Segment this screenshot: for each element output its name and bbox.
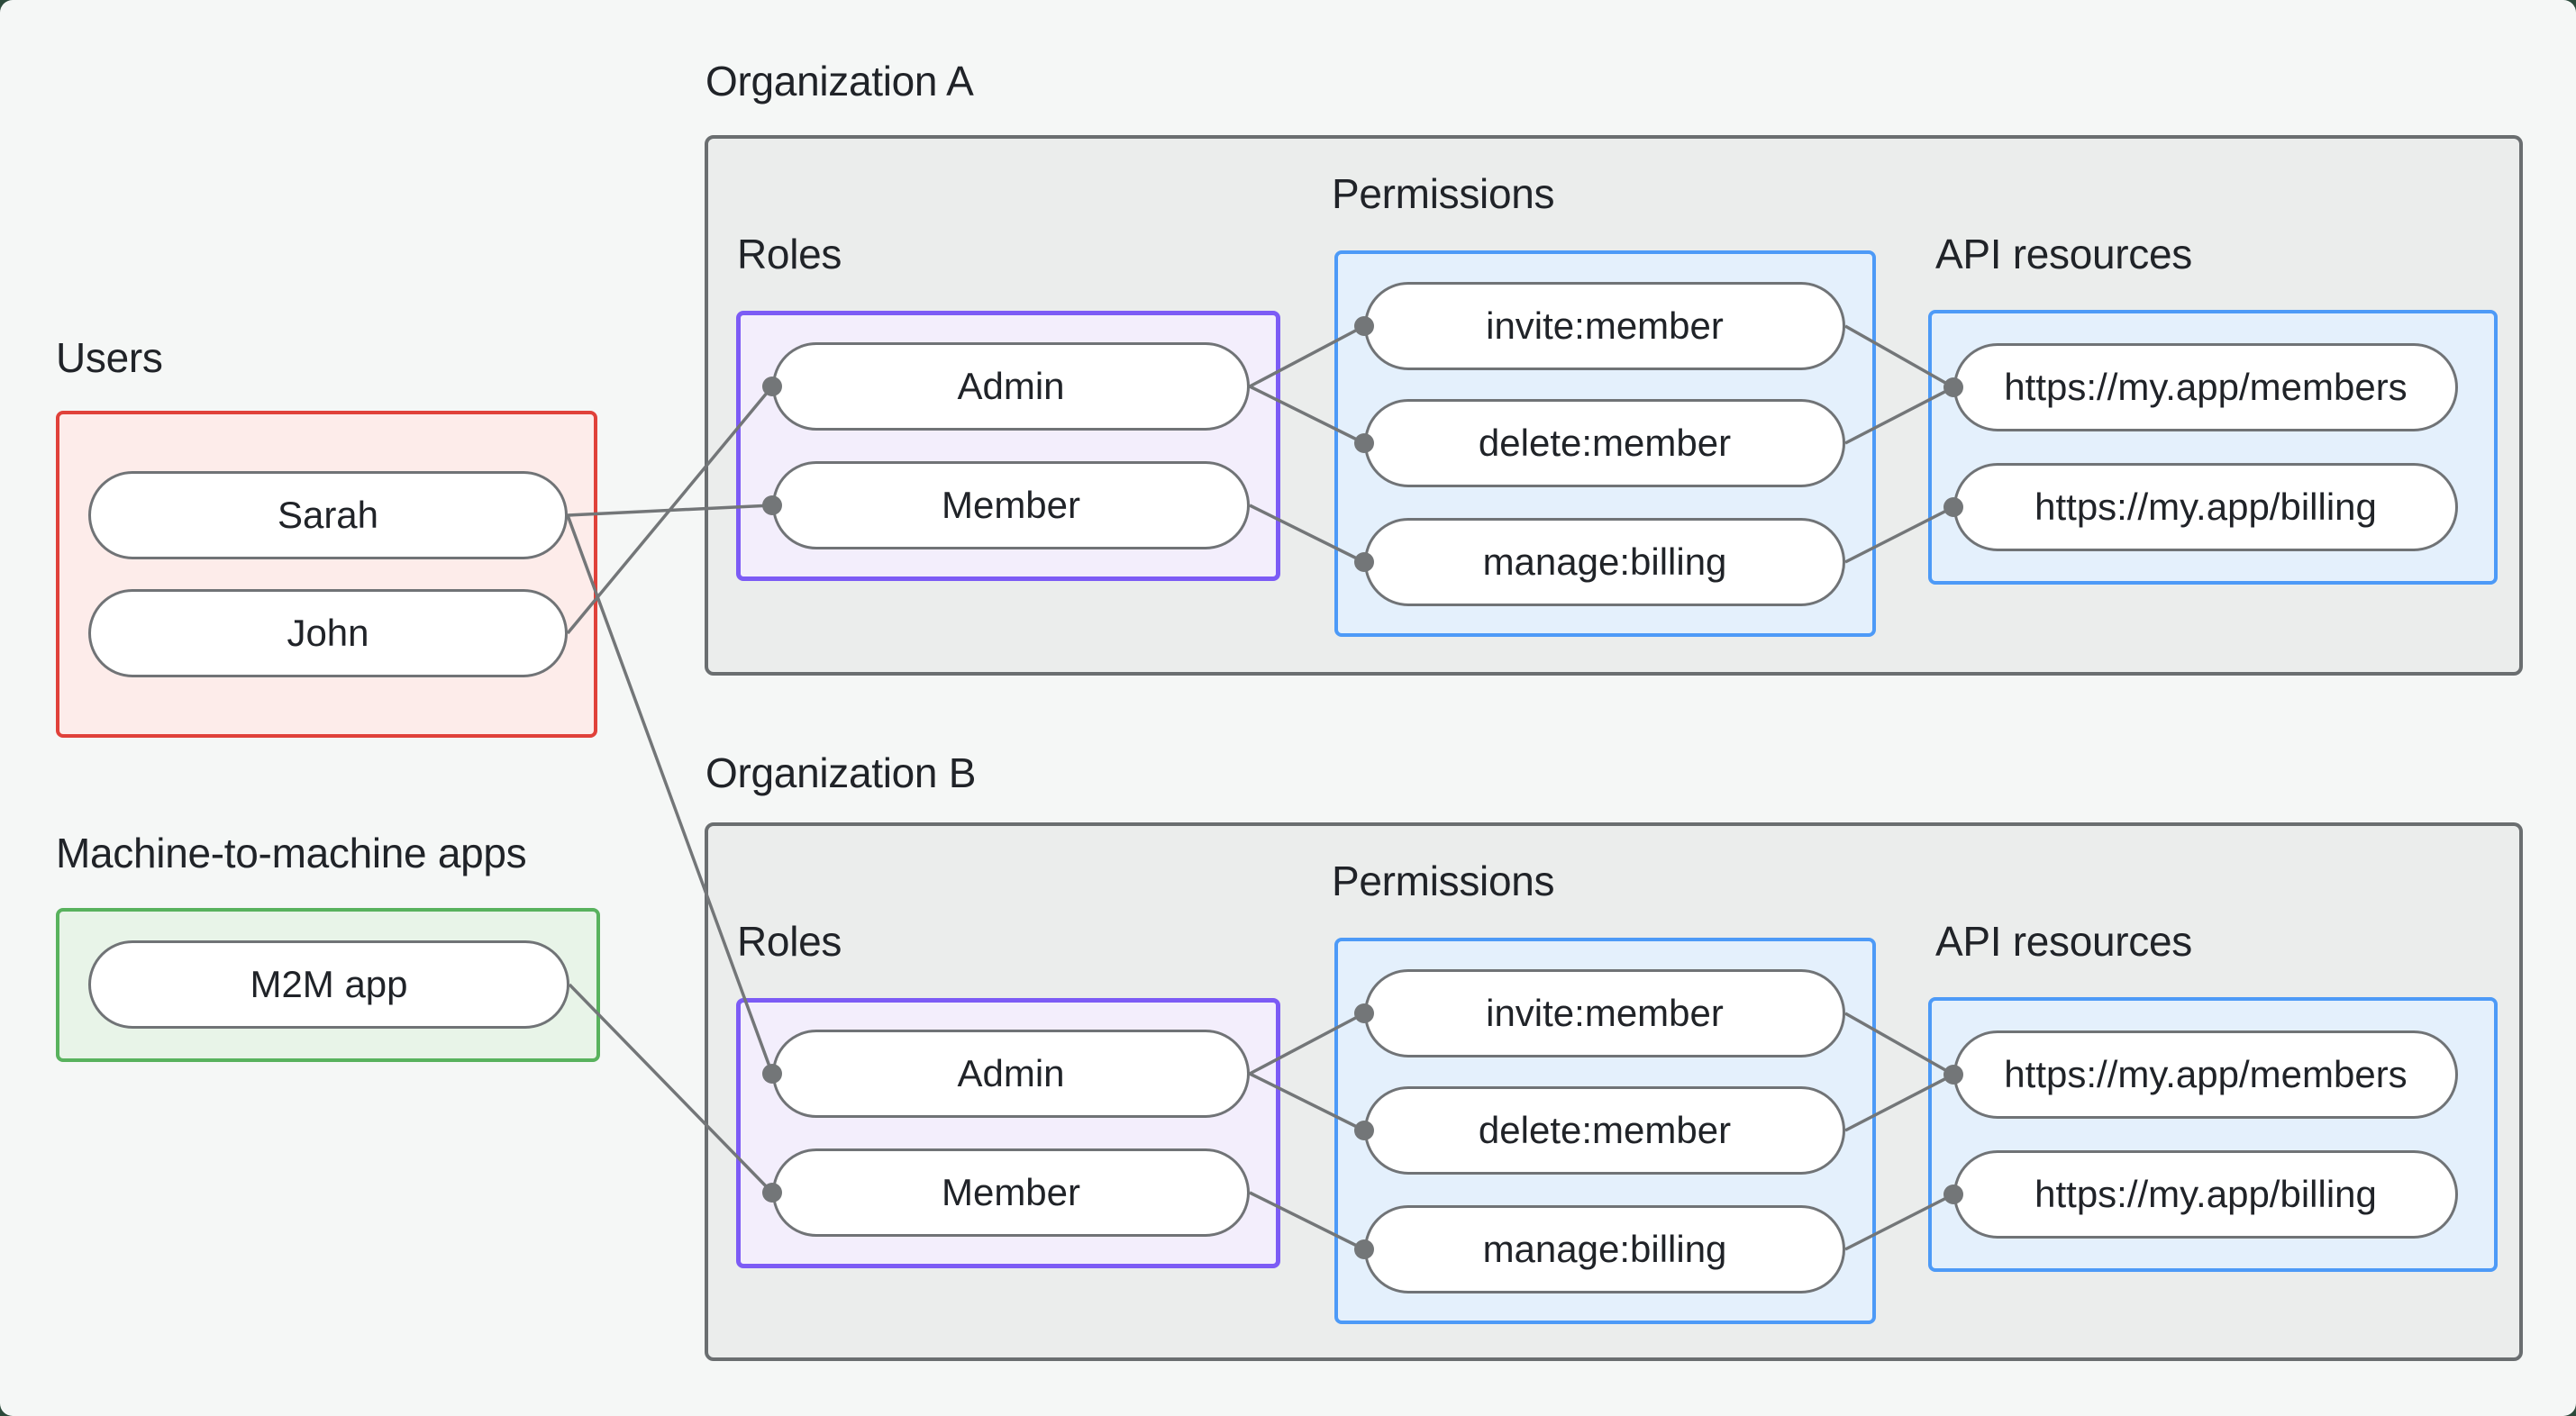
org-b-api-resources-label: API resources: [1935, 918, 2192, 965]
org-a-label: Organization A: [705, 58, 974, 104]
m2m-app-node: M2M app: [88, 940, 569, 1029]
org-b-label: Organization B: [705, 749, 977, 796]
org-b-api-members: https://my.app/members: [1953, 1030, 2458, 1119]
users-group-box: [56, 411, 597, 738]
user-node-sarah: Sarah: [88, 471, 568, 559]
org-a-permissions-label: Permissions: [1332, 170, 1555, 217]
org-a-role-member: Member: [772, 461, 1250, 549]
users-group-label: Users: [56, 334, 163, 381]
org-b-permission-manage-billing: manage:billing: [1364, 1205, 1845, 1293]
org-a-permission-invite-member: invite:member: [1364, 282, 1845, 370]
org-a-api-billing: https://my.app/billing: [1953, 463, 2458, 551]
org-a-api-members: https://my.app/members: [1953, 343, 2458, 431]
org-a-api-resources-label: API resources: [1935, 231, 2192, 277]
user-node-john: John: [88, 589, 568, 677]
org-b-permission-invite-member: invite:member: [1364, 969, 1845, 1057]
m2m-group-label: Machine-to-machine apps: [56, 830, 527, 876]
org-b-roles-label: Roles: [737, 918, 842, 965]
org-b-role-member: Member: [772, 1148, 1250, 1237]
org-a-permission-delete-member: delete:member: [1364, 399, 1845, 487]
org-a-role-admin: Admin: [772, 342, 1250, 431]
org-b-permissions-label: Permissions: [1332, 858, 1555, 904]
org-b-api-billing: https://my.app/billing: [1953, 1150, 2458, 1239]
org-b-role-admin: Admin: [772, 1030, 1250, 1118]
org-a-permission-manage-billing: manage:billing: [1364, 518, 1845, 606]
org-a-roles-label: Roles: [737, 231, 842, 277]
org-b-permission-delete-member: delete:member: [1364, 1086, 1845, 1175]
